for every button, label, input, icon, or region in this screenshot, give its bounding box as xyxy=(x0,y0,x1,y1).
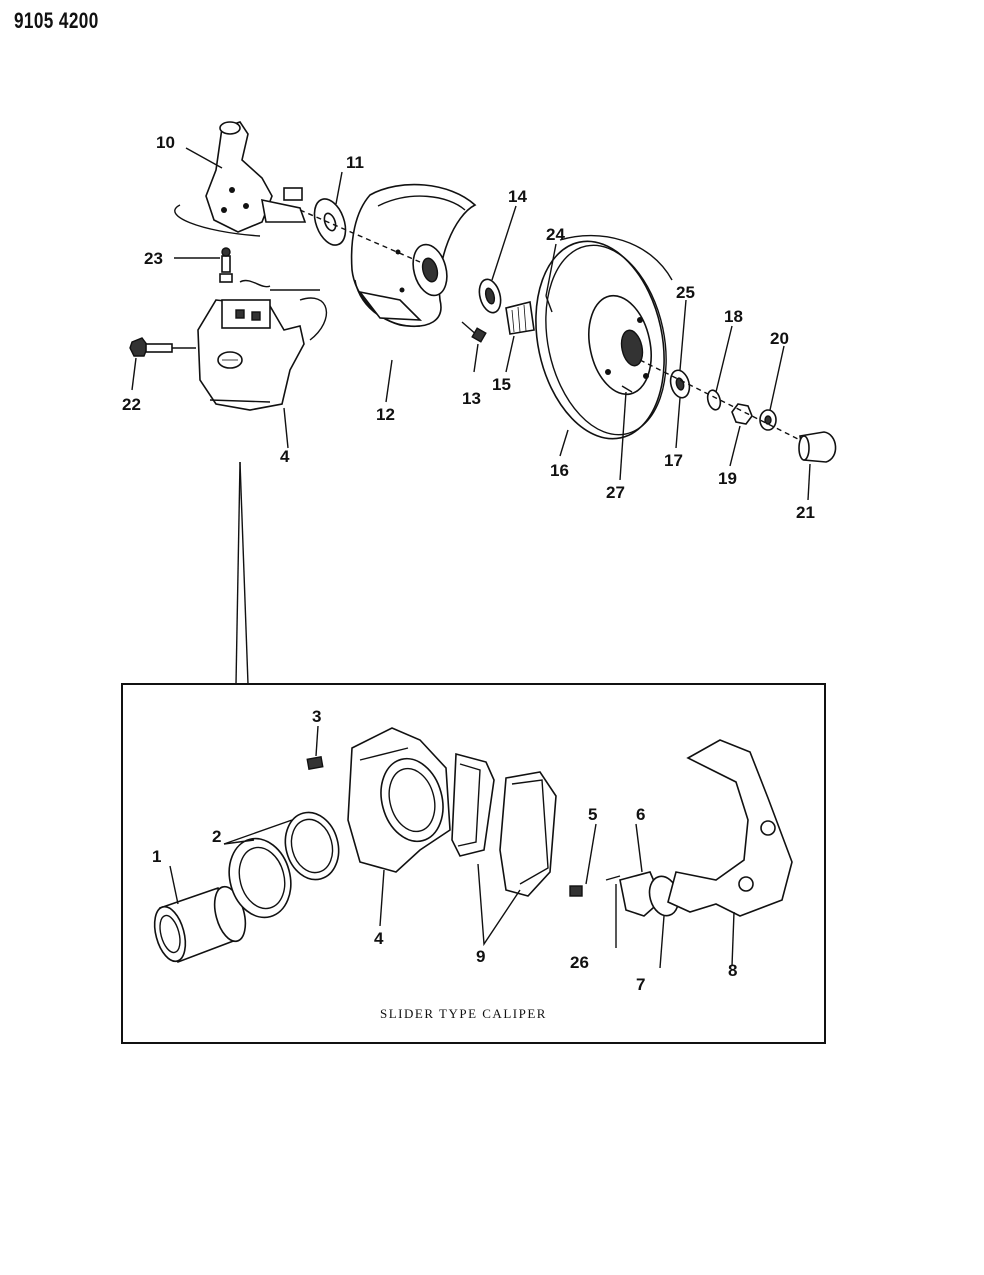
bearing-cone-15 xyxy=(505,301,535,335)
callout-15: 15 xyxy=(492,375,511,394)
bleeder-23 xyxy=(219,247,233,283)
nut-lock-20 xyxy=(759,409,777,431)
callout-7: 7 xyxy=(636,975,645,994)
callout-26: 26 xyxy=(570,953,589,972)
caliper-adapter xyxy=(667,739,793,967)
callout-21: 21 xyxy=(796,503,815,522)
bolt-13 xyxy=(461,321,487,343)
callout-16: 16 xyxy=(550,461,569,480)
washer-18 xyxy=(706,389,722,411)
anti-rattle-clip xyxy=(605,823,680,969)
callout-8: 8 xyxy=(728,961,737,980)
caliper-assembly xyxy=(197,279,328,411)
splash-shield xyxy=(350,183,477,327)
callout-6: 6 xyxy=(636,805,645,824)
bleeder-screw xyxy=(306,725,324,770)
outboard-pad xyxy=(499,771,557,897)
caliper-housing xyxy=(347,727,451,927)
bearing-14 xyxy=(478,278,502,314)
document-id: 9105 4200 xyxy=(14,8,99,33)
wheel-studs xyxy=(545,295,633,393)
washer-11 xyxy=(313,198,347,246)
callout-12: 12 xyxy=(376,405,395,424)
callout-1: 1 xyxy=(152,847,161,866)
callout-4-lower: 4 xyxy=(374,929,384,948)
callout-5: 5 xyxy=(588,805,597,824)
callout-14: 14 xyxy=(508,187,527,206)
steering-knuckle xyxy=(174,121,307,237)
piston-seal xyxy=(284,811,340,881)
callout-3: 3 xyxy=(312,707,321,726)
dust-cap-21 xyxy=(798,431,837,463)
callout-4-upper: 4 xyxy=(280,447,290,466)
callout-25: 25 xyxy=(676,283,695,302)
callout-20: 20 xyxy=(770,329,789,348)
callout-23: 23 xyxy=(144,249,163,268)
callout-11: 11 xyxy=(346,153,364,172)
callout-13: 13 xyxy=(462,389,481,408)
brake-rotor xyxy=(535,234,673,440)
inboard-pad xyxy=(451,752,495,857)
callout-18: 18 xyxy=(724,307,743,326)
callout-17: 17 xyxy=(664,451,683,470)
callout-27: 27 xyxy=(606,483,625,502)
bolt-22 xyxy=(129,337,196,357)
piston xyxy=(153,885,247,964)
dust-boot xyxy=(228,837,292,919)
callout-22: 22 xyxy=(122,395,141,414)
inset-caption: SLIDER TYPE CALIPER xyxy=(380,1006,547,1021)
callout-2: 2 xyxy=(212,827,221,846)
callout-9: 9 xyxy=(476,947,485,966)
guide-pin-bolt xyxy=(569,823,597,897)
inset-frame xyxy=(121,683,826,1044)
callout-10: 10 xyxy=(156,133,175,152)
callout-24: 24 xyxy=(546,225,565,244)
callout-19: 19 xyxy=(718,469,737,488)
